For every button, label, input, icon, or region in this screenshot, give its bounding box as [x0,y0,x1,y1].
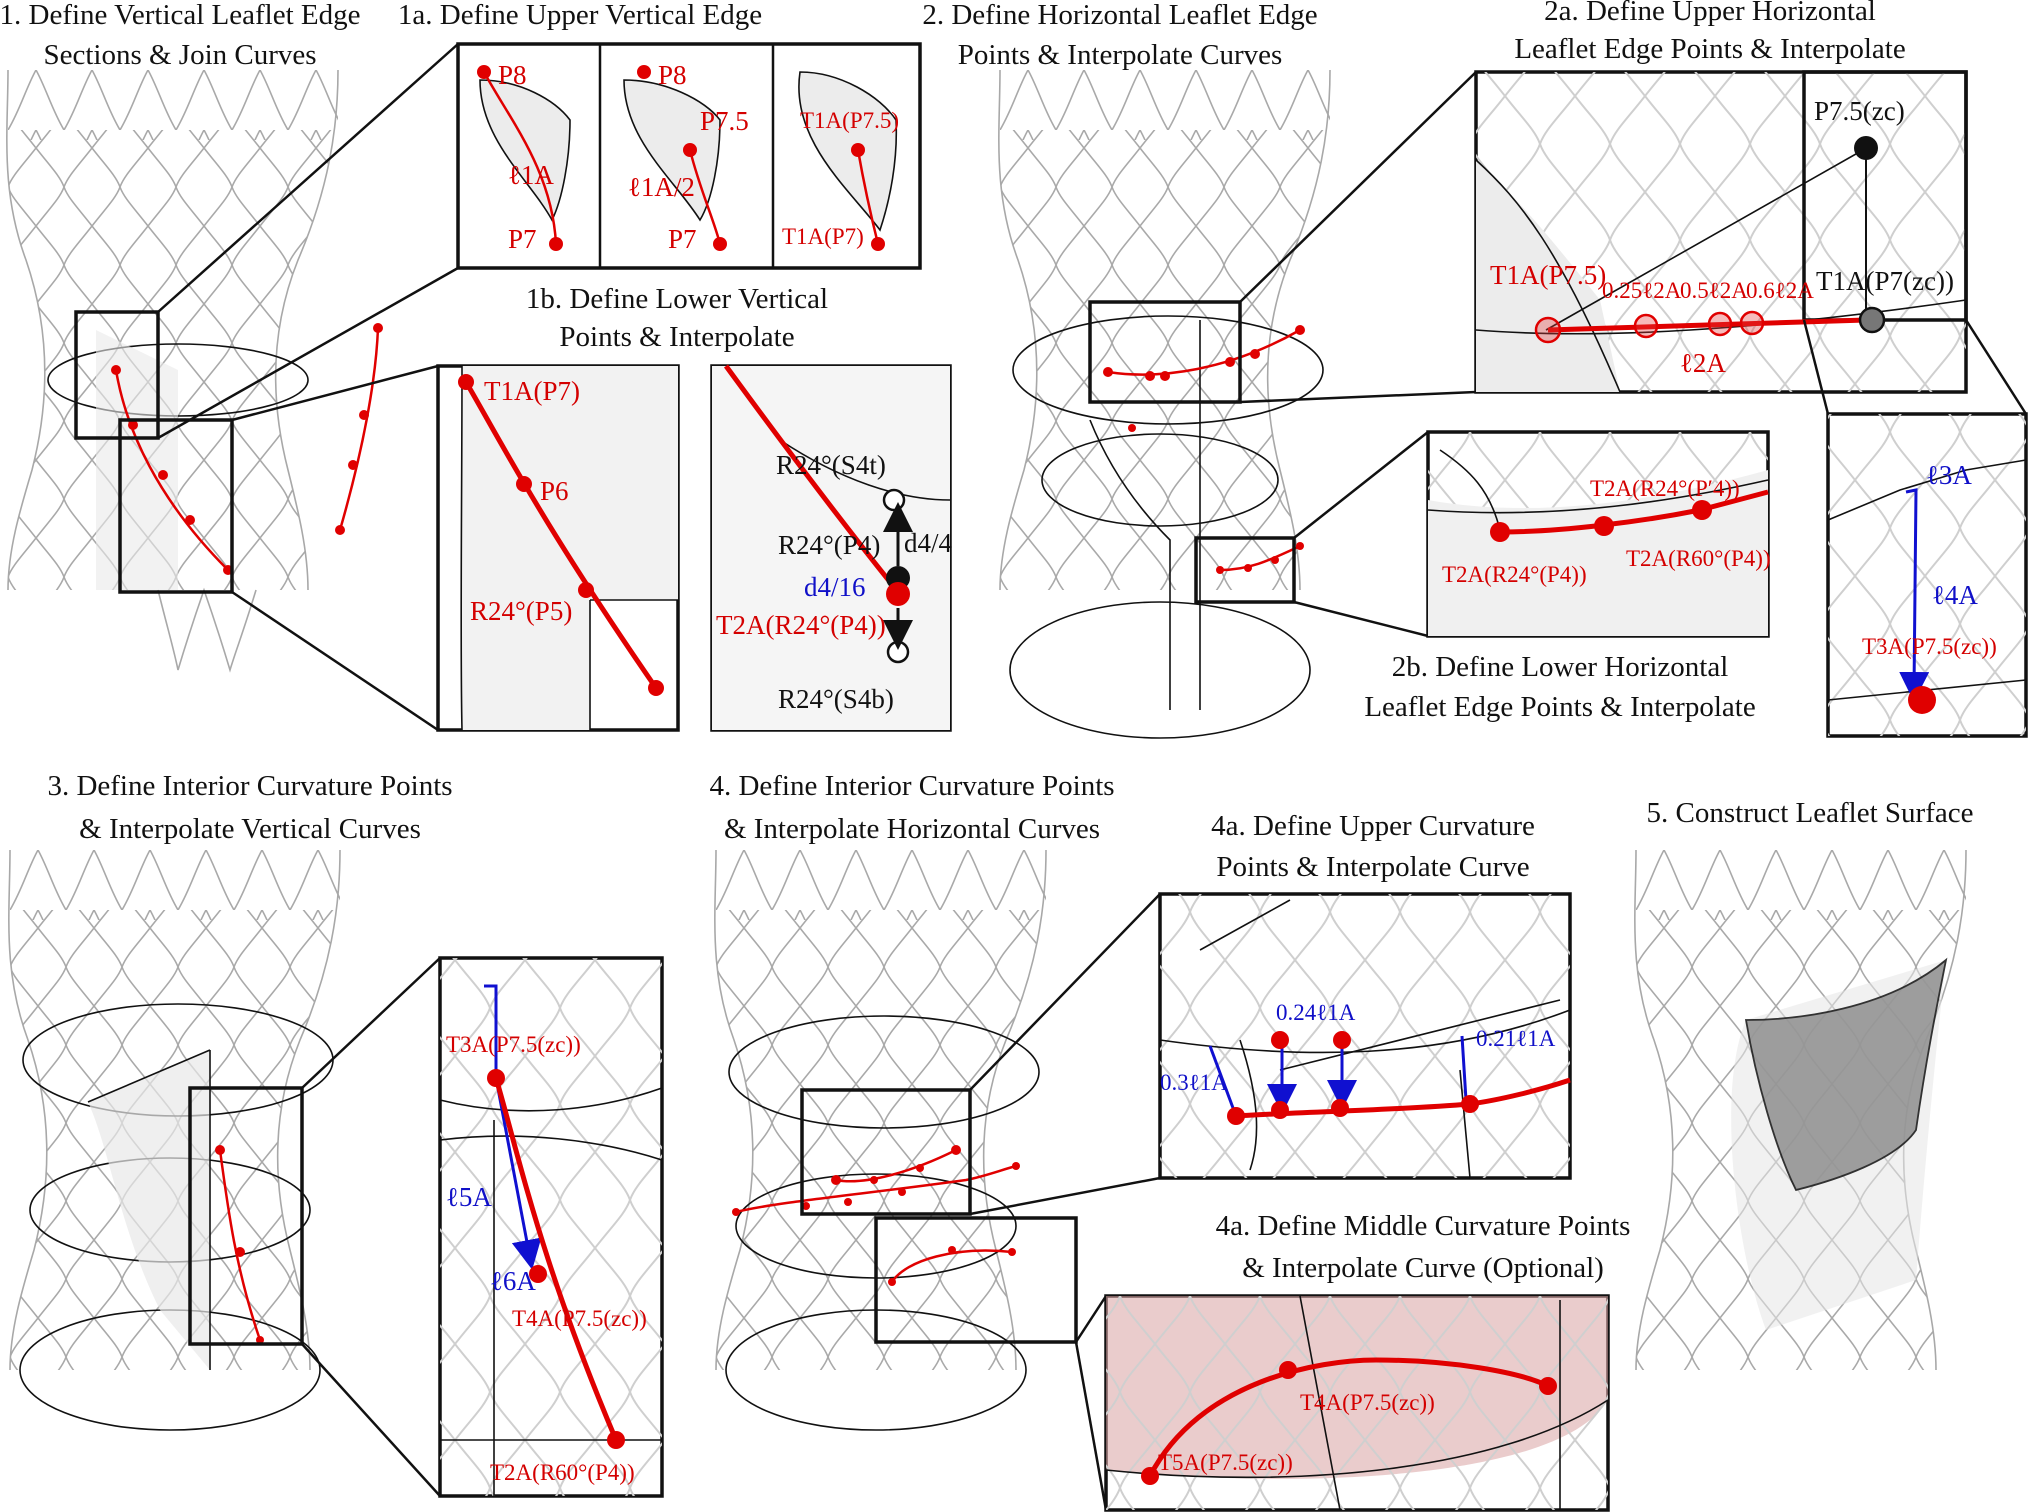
panel-2a-insets: P7.5(zc) T1A(P7(zc)) T1A(P7.5) 0.25ℓ2A 0… [1476,72,1966,392]
panel-1-stent [0,44,458,730]
label-d4-4: d4/4 [904,528,953,558]
panel-2-title-line1: 2. Define Horizontal Leaflet Edge [922,0,1317,31]
label-p75-zc: P7.5(zc) [1814,96,1905,126]
panel-1b-title-line2: Points & Interpolate [559,321,794,353]
panel-2b-inset: T2A(R24°(P′4)) T2A(R24°(P4)) T2A(R60°(P4… [1428,432,1771,636]
label-t2a-r60-p4-b: T2A(R60°(P4)) [490,1460,635,1485]
label-t3a-p75-zc: T3A(P7.5(zc)) [1862,634,1997,659]
label-d4-16: d4/16 [804,572,866,602]
label-p75-a: P7.5 [700,106,749,136]
panel-2a-title-line2: Leaflet Edge Points & Interpolate [1514,33,1905,65]
label-l3a: ℓ3A [1926,460,1972,490]
panel-4a-upper-title-line1: 4a. Define Upper Curvature [1211,810,1535,842]
panel-1a-title: 1a. Define Upper Vertical Edge [398,0,762,31]
panel-1-title-line1: 1. Define Vertical Leaflet Edge [0,0,361,31]
label-t5a-p75-zc: T5A(P7.5(zc)) [1158,1450,1293,1475]
panel-4-title-line2: & Interpolate Horizontal Curves [724,813,1100,845]
panel-4a-middle-inset: T4A(P7.5(zc)) T5A(P7.5(zc)) [1106,1296,1608,1510]
label-t4a-p75-zc: T4A(P7.5(zc)) [512,1306,647,1331]
label-t3a-p75-zc-b: T3A(P7.5(zc)) [446,1032,581,1057]
label-t1a-p75-b: T1A(P7.5) [1490,260,1606,290]
label-t2a-r24-p4: T2A(R24°(P4)) [716,610,886,640]
panel-3-stent: T3A(P7.5(zc)) ℓ5A ℓ6A T4A(P7.5(zc)) T2A(… [0,850,662,1496]
panel-5-title: 5. Construct Leaflet Surface [1647,797,1974,829]
label-t2a-r24-p4-b: T2A(R24°(P4)) [1442,562,1587,587]
label-t2a-r24-p4-prime: T2A(R24°(P′4)) [1590,476,1740,501]
panel-4a-middle-title-line2: & Interpolate Curve (Optional) [1242,1252,1604,1284]
panel-4-title-line1: 4. Define Interior Curvature Points [709,770,1114,802]
label-p7-b: P7 [668,224,697,254]
label-frac-05: 0.5ℓ2A [1680,278,1748,303]
label-f021: 0.21ℓ1A [1476,1026,1556,1051]
panel-4a-upper-inset: 0.24ℓ1A 0.3ℓ1A 0.21ℓ1A [1160,894,1570,1178]
panel-1b-title-line1: 1b. Define Lower Vertical [526,283,828,315]
label-f03: 0.3ℓ1A [1160,1070,1228,1095]
label-r24-s4t: R24°(S4t) [776,450,886,480]
label-r24-s4b: R24°(S4b) [778,684,894,714]
panel-5-stent [1626,850,1976,1380]
label-p7-a: P7 [508,224,537,254]
label-p6: P6 [540,476,569,506]
label-l4a: ℓ4A [1932,580,1978,610]
label-t4a-p75-zc-b: T4A(P7.5(zc)) [1300,1390,1435,1415]
panel-4-stent [706,850,1160,1510]
label-l1a-half: ℓ1A/2 [628,172,695,202]
label-frac-025: 0.25ℓ2A [1602,278,1682,303]
label-t1a-p7-b: T1A(P7) [484,376,580,406]
panel-2a-title-line1: 2a. Define Upper Horizontal [1544,0,1876,27]
panel-1b-insets: T1A(P7) P6 R24°(P5) R24°(S4t) R24°(P4) d… [438,366,953,730]
label-t1a-p7-zc: T1A(P7(zc)) [1816,266,1954,296]
panel-2b-title-line2: Leaflet Edge Points & Interpolate [1364,691,1755,723]
label-t2a-r60-p4: T2A(R60°(P4)) [1626,546,1771,571]
label-f024: 0.24ℓ1A [1276,1000,1356,1025]
label-l1a: ℓ1A [508,160,554,190]
panel-2-stent [990,70,1476,738]
label-t1a-p7: T1A(P7) [782,224,864,249]
label-p8-b: P8 [658,60,687,90]
panel-2-title-line2: Points & Interpolate Curves [958,39,1283,71]
panel-4a-middle-title-line1: 4a. Define Middle Curvature Points [1216,1210,1631,1242]
label-l6a: ℓ6A [490,1266,536,1296]
panel-2b-title-line1: 2b. Define Lower Horizontal [1392,651,1729,683]
label-l2a: ℓ2A [1680,348,1726,378]
panel-3-title-line1: 3. Define Interior Curvature Points [47,770,452,802]
label-t1a-p75: T1A(P7.5) [800,108,899,133]
panel-3-title-line2: & Interpolate Vertical Curves [79,813,421,845]
label-r24-p4: R24°(P4) [778,530,880,560]
panel-1-title-line2: Sections & Join Curves [43,39,316,71]
panel-1a-insets: P8 ℓ1A P7 P8 P7.5 ℓ1A/2 P7 T1A(P7.5) T1A… [458,44,920,268]
label-r24-p5: R24°(P5) [470,596,572,626]
label-p8-a: P8 [498,60,527,90]
panel-4a-upper-title-line2: Points & Interpolate Curve [1216,851,1529,883]
label-frac-06: 0.6ℓ2A [1746,278,1814,303]
label-l5a: ℓ5A [446,1182,492,1212]
